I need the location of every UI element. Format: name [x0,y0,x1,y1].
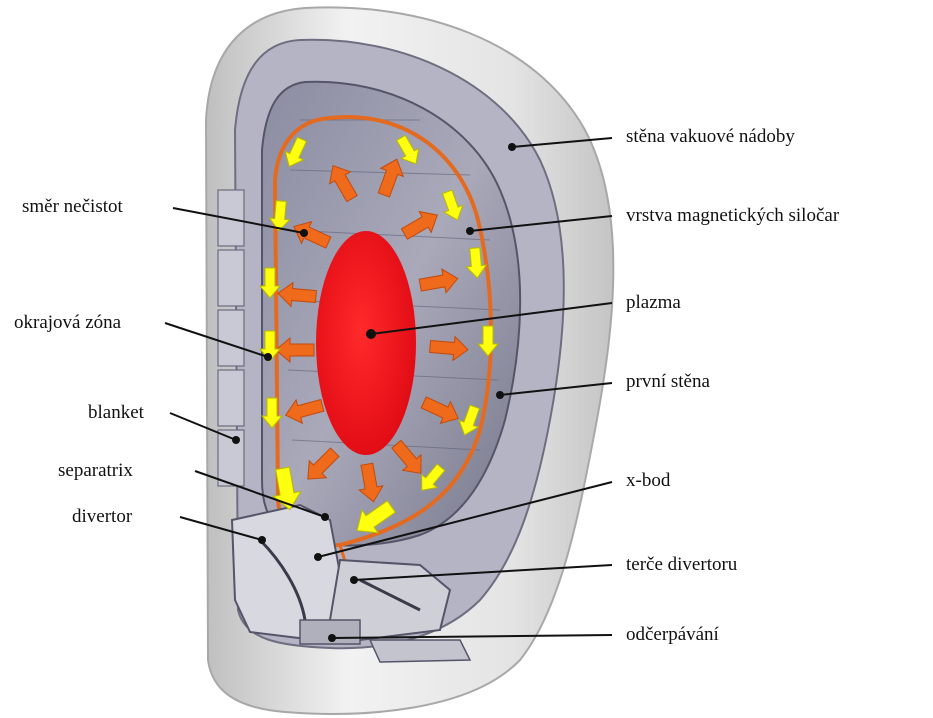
label-divertor-targets: terče divertoru [626,554,737,576]
blanket-modules-left [218,190,244,486]
label-magnetic-field-line-layer: vrstva magnetických siločar [626,205,839,227]
label-separatrix: separatrix [58,460,133,482]
label-impurity-direction: směr nečistot [22,196,123,218]
label-edge-zone: okrajová zóna [14,312,121,334]
label-x-point: x-bod [626,470,670,492]
label-blanket: blanket [88,402,144,424]
label-pumping: odčerpávání [626,624,719,646]
label-plasma: plazma [626,292,681,314]
label-vacuum-vessel-wall: stěna vakuové nádoby [626,126,795,148]
label-divertor: divertor [72,506,132,528]
label-first-wall: první stěna [626,371,710,393]
plasma-core [316,231,416,455]
